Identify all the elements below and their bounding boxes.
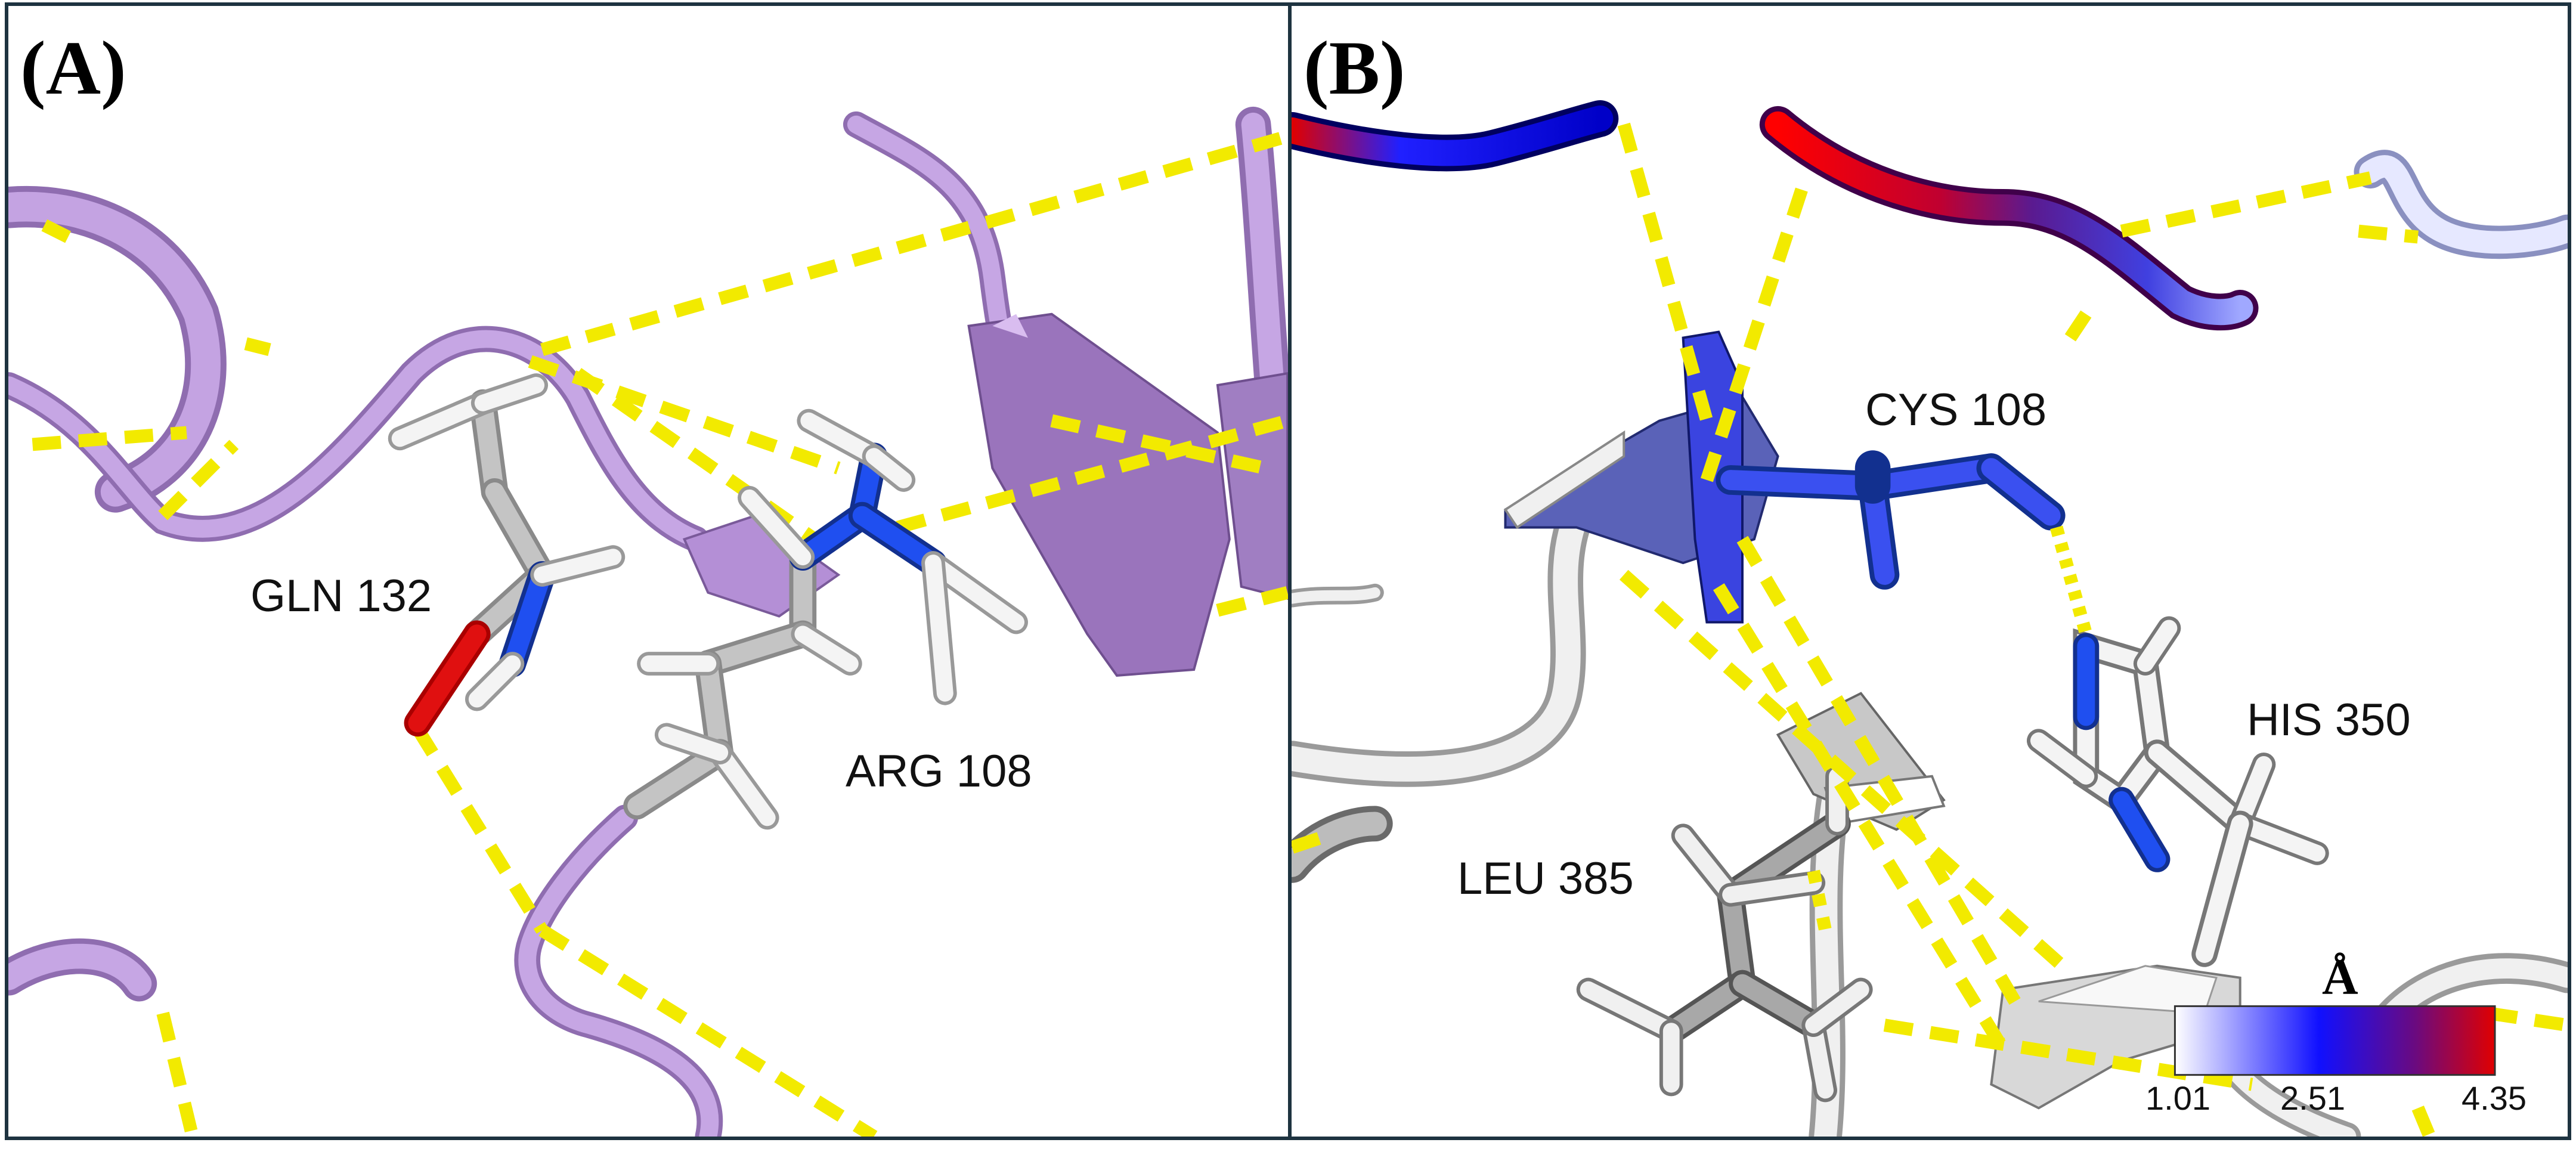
his-350-label: HIS 350 — [2247, 695, 2411, 745]
protein-ribbon — [1292, 100, 2568, 1137]
cys-108-label: CYS 108 — [1865, 385, 2047, 435]
panel-b: (B) CYS 108 HIS 350 LEU 385 Å 1.01 2.51 … — [1288, 2, 2571, 1140]
panel-a-label: (A) — [20, 26, 126, 110]
his-350-sticks — [2026, 616, 2329, 967]
legend-unit: Å — [2322, 950, 2358, 1005]
arg-108-label: ARG 108 — [846, 746, 1032, 797]
legend-tick-max: 4.35 — [2462, 1079, 2527, 1117]
hydrogen-bonds — [1292, 122, 2568, 1137]
beta-sheet — [682, 312, 1288, 677]
gln-132-sticks — [388, 373, 626, 737]
panel-a: (A) GLN 132 ARG 108 — [5, 2, 1292, 1140]
panel-b-structure — [1292, 100, 2568, 1137]
cys-108-sticks — [1716, 450, 2066, 590]
gln-132-label: GLN 132 — [250, 571, 432, 621]
panel-a-structure — [8, 106, 1288, 1137]
legend-tick-min: 1.01 — [2145, 1079, 2210, 1117]
legend-tick-mid: 2.51 — [2280, 1079, 2345, 1117]
hydrogen-bonds — [32, 130, 1288, 1137]
leu-385-sticks — [1576, 764, 1873, 1103]
legend-color-bar — [2174, 1005, 2496, 1076]
arg-108-sticks — [623, 408, 1028, 830]
protein-ribbon — [8, 106, 1288, 1137]
leu-385-label: LEU 385 — [1457, 853, 1634, 904]
panel-b-label: (B) — [1304, 26, 1405, 110]
